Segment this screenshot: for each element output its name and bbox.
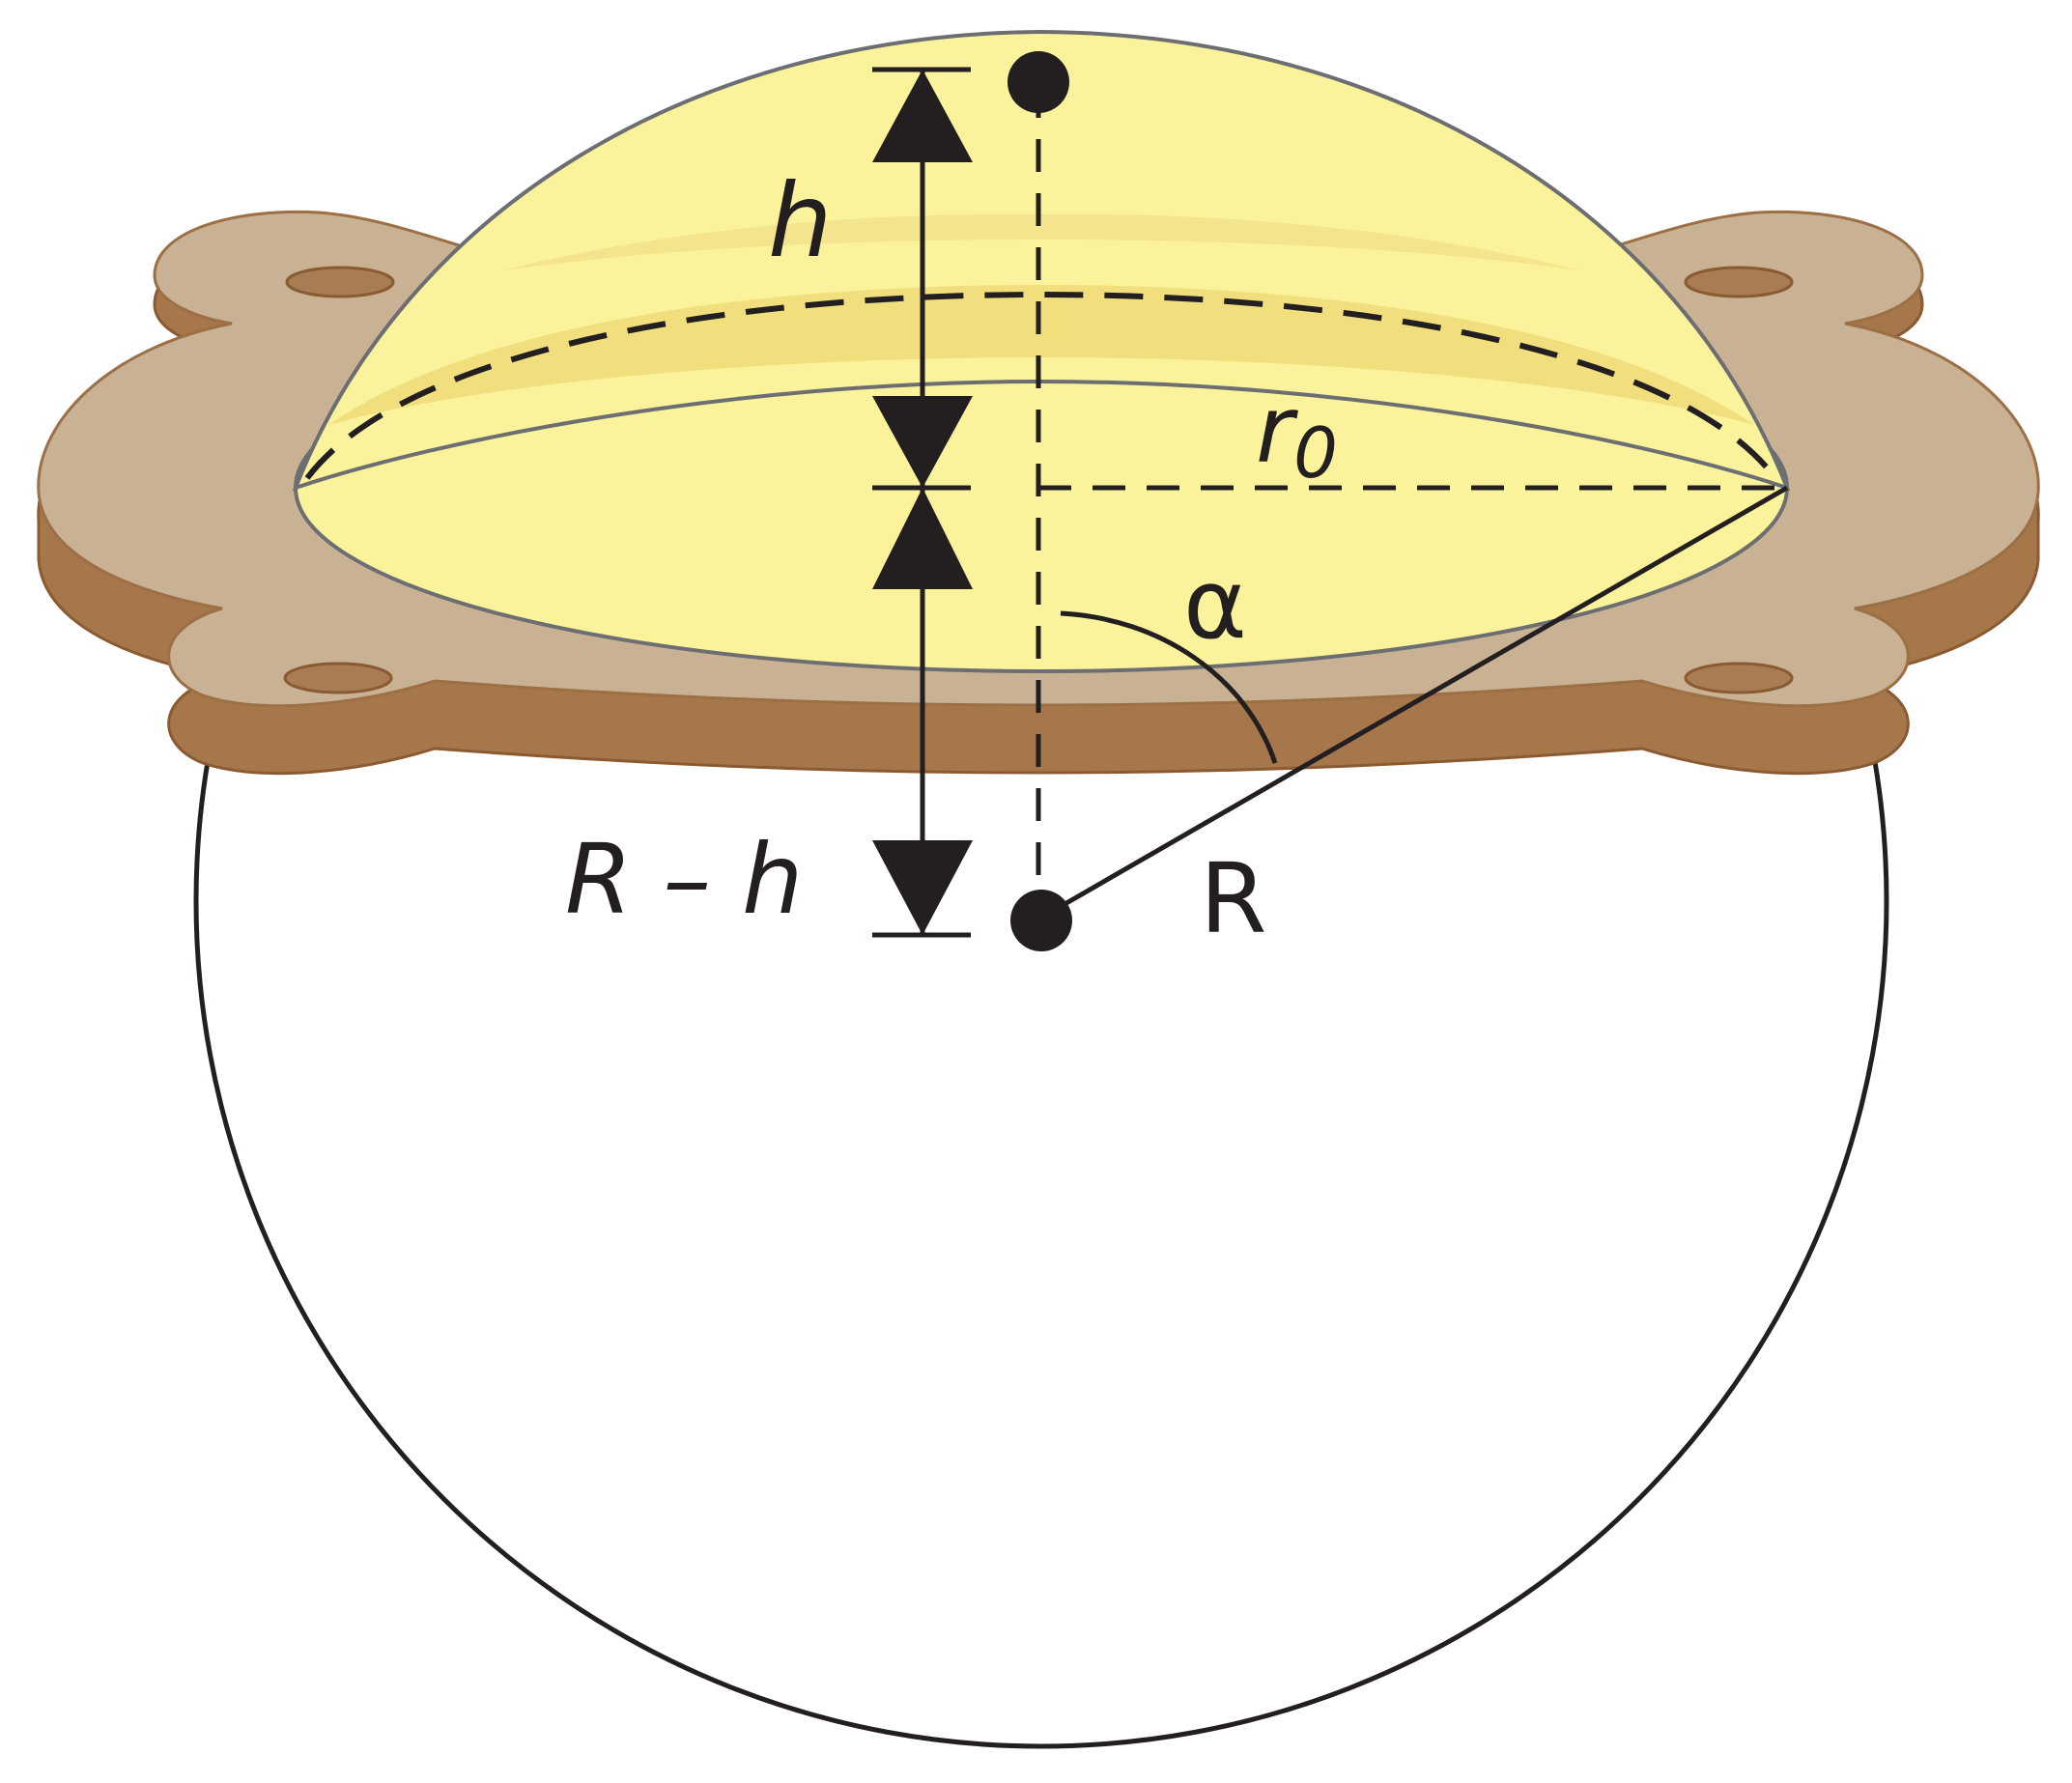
dome-highlight xyxy=(502,213,1580,270)
hole-bottom-right xyxy=(1684,662,1794,694)
rh-arrow-down xyxy=(872,840,973,935)
radius-R-line xyxy=(1039,485,1789,920)
hole-top-right xyxy=(1684,266,1794,298)
label-h: h xyxy=(768,162,833,280)
hole-top-left xyxy=(285,266,395,298)
h-arrow-down xyxy=(872,396,973,488)
rh-arrow-up xyxy=(872,488,973,589)
dome-cap xyxy=(292,29,1791,492)
label-R: R xyxy=(1200,842,1266,955)
dome-band xyxy=(328,285,1754,425)
h-arrow-up xyxy=(872,70,973,162)
dimension-h xyxy=(872,67,973,488)
label-alpha: α xyxy=(1183,548,1247,661)
label-r0: r0 xyxy=(1256,378,1338,494)
center-point xyxy=(1010,890,1072,951)
alpha-arc xyxy=(1060,610,1278,764)
dashed-arc xyxy=(304,291,1778,480)
apex-point xyxy=(1008,51,1069,113)
label-R-minus-h: R – h xyxy=(565,823,803,936)
hole-bottom-left xyxy=(283,662,393,694)
dimension-r-minus-h xyxy=(872,485,973,938)
mounting-holes xyxy=(283,266,1794,694)
